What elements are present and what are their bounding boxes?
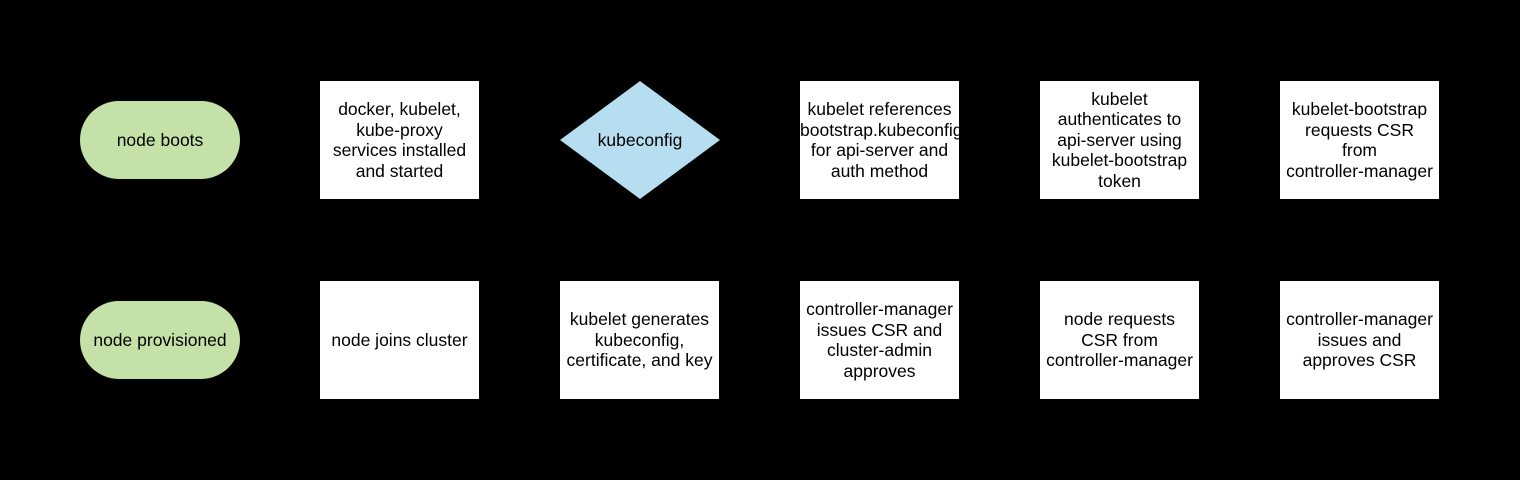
node-provisioned-label: node provisioned	[93, 329, 227, 350]
cm-issues-and-approves-label: controller-manager issues and approves C…	[1286, 309, 1433, 371]
process-bootstrap-requests-csr: kubelet-bootstrap requests CSR from cont…	[1280, 81, 1439, 199]
process-services-installed: docker, kubelet, kube-proxy services ins…	[320, 81, 479, 199]
services-installed-label: docker, kubelet, kube-proxy services ins…	[332, 99, 467, 181]
process-kubelet-references-bootstrap: kubelet references bootstrap.kubeconfig …	[800, 81, 959, 199]
process-cm-issues-admin-approves: controller-manager issues CSR and cluste…	[800, 281, 959, 399]
node-requests-csr-label: node requests CSR from controller-manage…	[1046, 309, 1193, 371]
bootstrap-requests-csr-label: kubelet-bootstrap requests CSR from cont…	[1286, 99, 1433, 181]
kubelet-authenticates-label: kubelet authenticates to api-server usin…	[1051, 88, 1188, 191]
process-kubelet-generates: kubelet generates kubeconfig, certificat…	[560, 281, 719, 399]
node-boots-label: node boots	[116, 129, 204, 150]
kubelet-generates-label: kubelet generates kubeconfig, certificat…	[566, 309, 713, 371]
kubeconfig-decision-label: kubeconfig	[597, 129, 683, 150]
process-node-requests-csr: node requests CSR from controller-manage…	[1040, 281, 1199, 399]
kubelet-references-bootstrap-label: kubelet references bootstrap.kubeconfig …	[800, 99, 959, 181]
terminator-node-provisioned: node provisioned	[80, 301, 240, 379]
process-kubelet-authenticates: kubelet authenticates to api-server usin…	[1040, 81, 1199, 199]
decision-kubeconfig: kubeconfig	[560, 81, 720, 199]
process-cm-issues-and-approves: controller-manager issues and approves C…	[1280, 281, 1439, 399]
process-node-joins-cluster: node joins cluster	[320, 281, 479, 399]
terminator-node-boots: node boots	[80, 101, 240, 179]
cm-issues-admin-approves-label: controller-manager issues CSR and cluste…	[806, 299, 953, 381]
node-joins-cluster-label: node joins cluster	[331, 329, 468, 350]
